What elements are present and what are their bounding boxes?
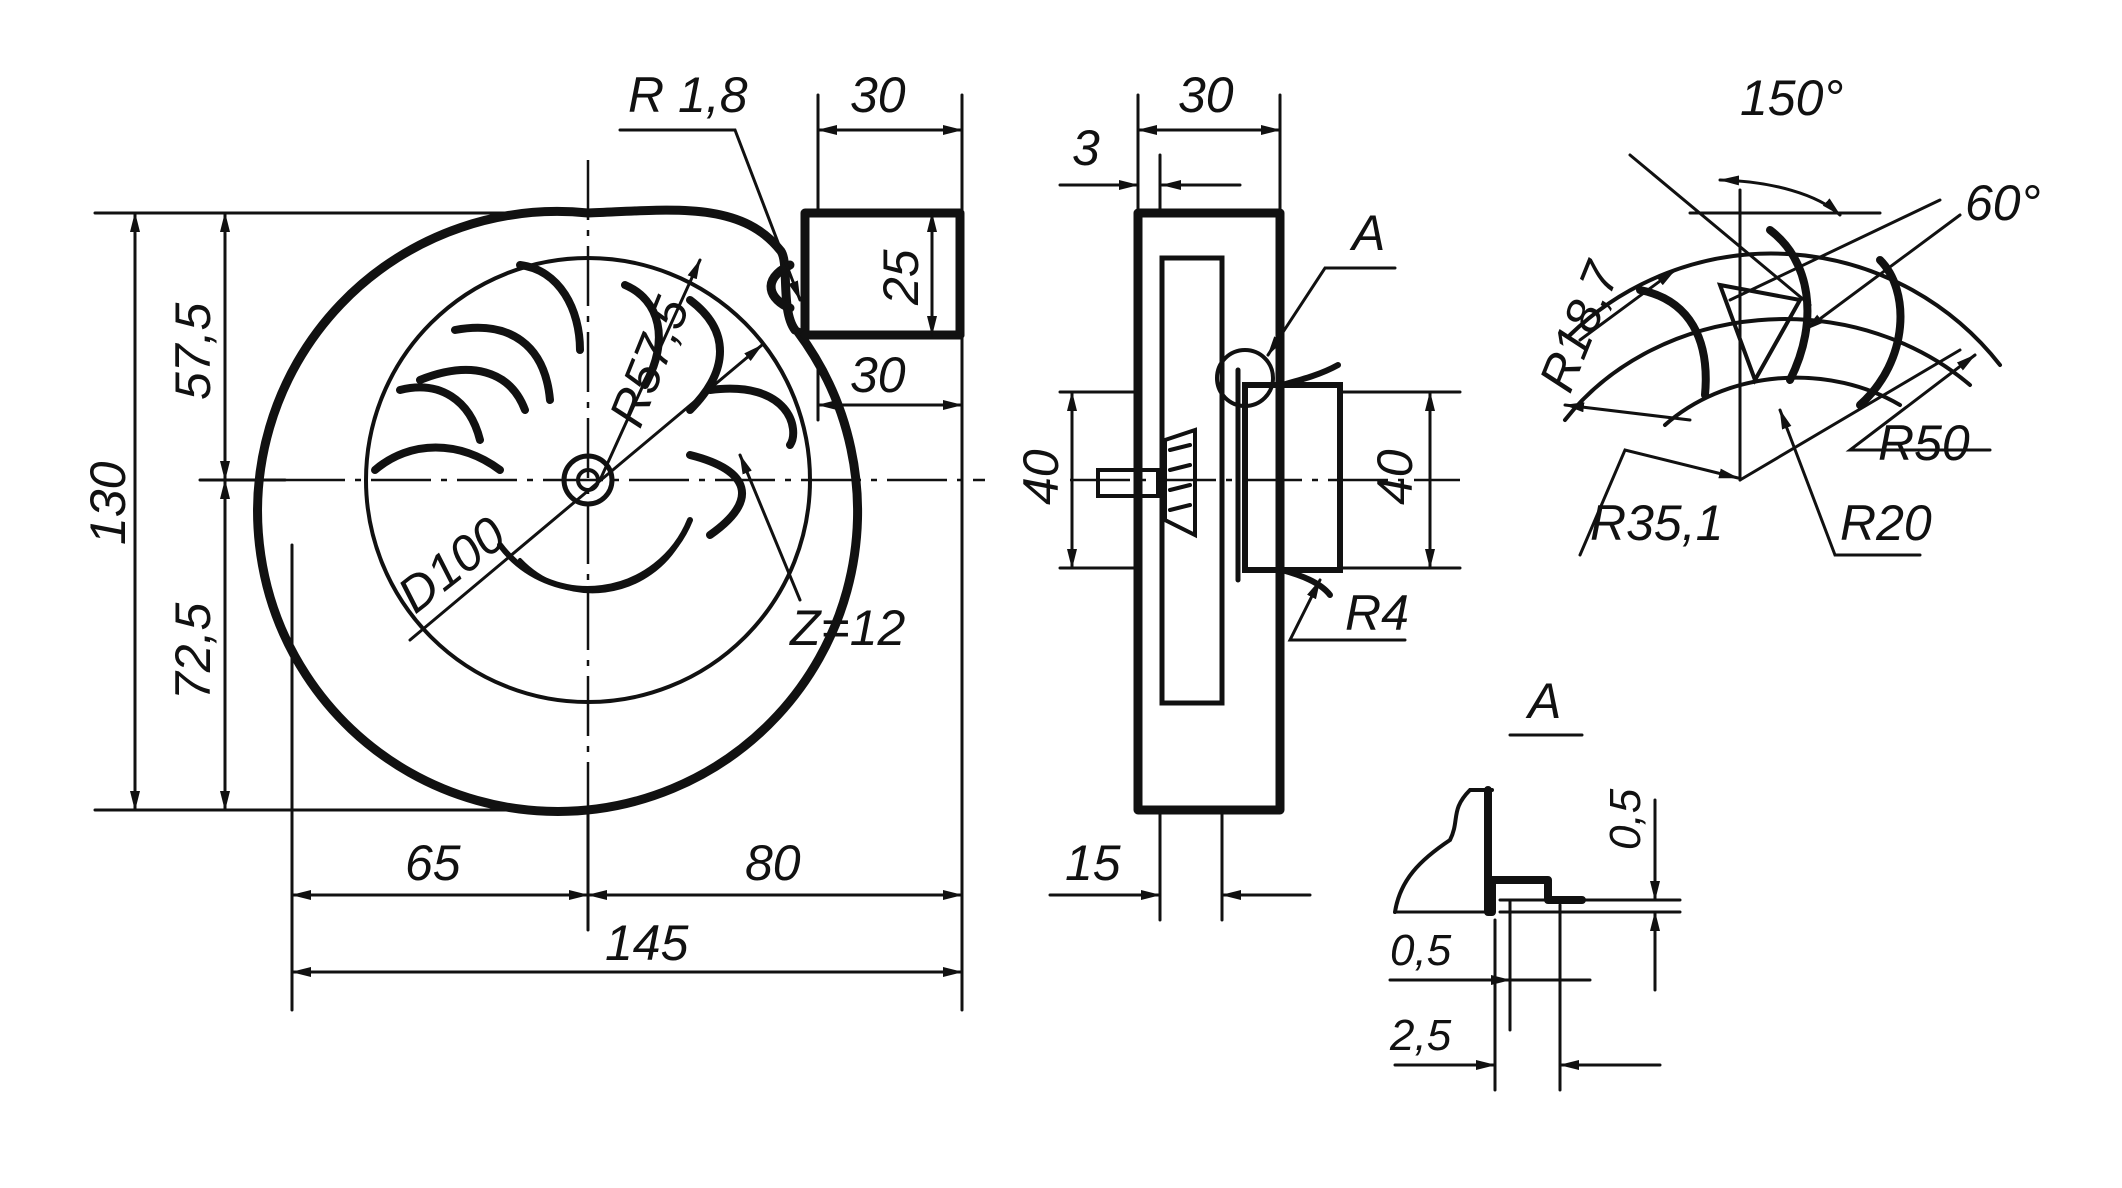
detail-a-section-outline [1393,788,1494,914]
dim-thickness: 2,5 [1389,1011,1452,1060]
side-casing [1133,208,1285,815]
dim-radius-inner: R35,1 [1590,495,1723,551]
impeller-outline [364,256,812,704]
scroll-tongue [766,260,795,313]
dim-side-wall: 3 [1072,120,1100,176]
dim-gap-vertical: 0,5 [1601,788,1650,850]
hub-outer [561,453,615,507]
side-inlet-flare-top [1279,362,1341,388]
inner-arc [1563,317,1972,422]
scroll-casing [253,205,965,816]
detail-a-wall [1484,786,1586,916]
dim-top-height: 57,5 [165,302,221,400]
dim-side-right-height: 40 [1367,449,1423,505]
blade-curve-2 [1766,226,1812,384]
dim-scroll-radius: R57,5 [598,289,700,434]
detail-a: A 0,5 0,5 2,5 [1388,673,1682,1092]
dim-radius-blade: R18,7 [1528,252,1631,399]
blade-count: Z=12 [789,600,906,656]
impeller-blades [371,261,798,539]
dim-angle-top: 150° [1740,70,1843,126]
dim-right-width: 80 [745,835,801,891]
dim-total-height: 130 [80,461,136,545]
side-inlet-flare-bottom [1279,567,1333,598]
dim-radius-cutwater: R 1,8 [628,67,748,123]
dim-outlet-width-top: 30 [850,67,906,123]
dim-radius-outer: R50 [1878,415,1970,471]
detail-a-marker [1215,348,1275,408]
dim-outlet-width-mid: 30 [850,347,906,403]
dim-side-width-top: 30 [1178,67,1234,123]
dim-gap-horizontal: 0,5 [1390,926,1452,975]
blade-triangle [1716,282,1804,385]
dim-angle-side: 60° [1965,175,2041,231]
dim-radius-hub: R20 [1840,495,1932,551]
dim-side-bottom: 15 [1065,835,1121,891]
outer-arc [1568,251,2002,367]
blade-view: 150° 60° R18,7 R50 R35,1 R20 [1528,70,2041,557]
inner-backplate-arc-2 [518,538,682,594]
blade-curve-1 [1636,286,1710,399]
detail-a-title: A [1525,673,1561,729]
side-view: 30 3 A 40 40 R4 15 [1013,67,1462,922]
front-view: R 1,8 30 25 30 57,5 130 72,5 R57,5 D100 … [80,67,985,1012]
inner-backplate-arc [497,517,693,592]
side-shaft [1096,468,1160,498]
dim-side-left-height: 40 [1013,449,1069,505]
dim-total-width: 145 [605,915,689,971]
side-inlet-nozzle [1242,382,1343,573]
dim-fillet: R4 [1345,585,1409,641]
dim-bottom-height: 72,5 [165,602,221,700]
side-hub-hatch [1163,427,1197,539]
blade-curve-3 [1856,256,1905,409]
dim-left-width: 65 [405,835,461,891]
dim-outlet-height: 25 [873,249,929,306]
detail-callout: A [1349,205,1385,261]
